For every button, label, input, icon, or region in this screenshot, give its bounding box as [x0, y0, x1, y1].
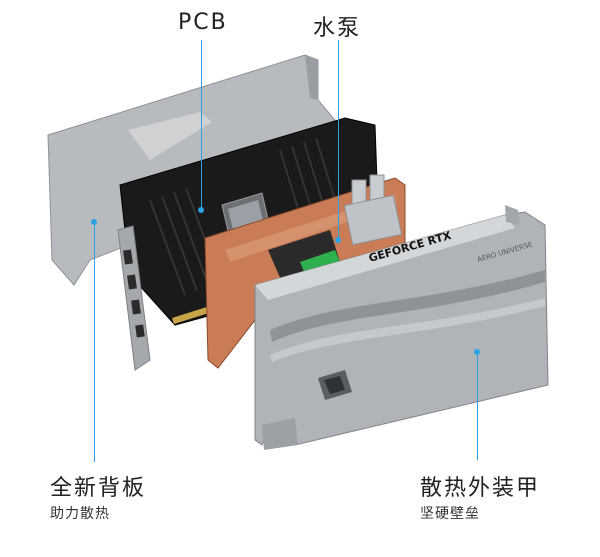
io-bracket	[117, 225, 151, 371]
shroud-callout-line	[477, 352, 478, 460]
backplate-title: 全新背板	[50, 476, 147, 501]
pcb-callout-line	[201, 40, 202, 210]
pump-callout-line	[338, 40, 339, 240]
pcb-label: PCB	[178, 10, 228, 35]
pump-label: 水泵	[313, 16, 362, 41]
shroud-title: 散热外装甲	[420, 476, 541, 501]
backplate-callout-line	[94, 222, 95, 462]
shroud-callout-dot	[474, 349, 480, 355]
pcb-callout-dot	[198, 207, 204, 213]
backplate-subtitle: 助力散热	[50, 506, 110, 522]
pcb-board	[119, 117, 379, 326]
pump-callout-dot	[335, 237, 341, 243]
shroud-armor	[254, 205, 549, 450]
shroud-subtitle: 坚硬壁垒	[420, 506, 480, 522]
backplate-callout-dot	[91, 219, 97, 225]
